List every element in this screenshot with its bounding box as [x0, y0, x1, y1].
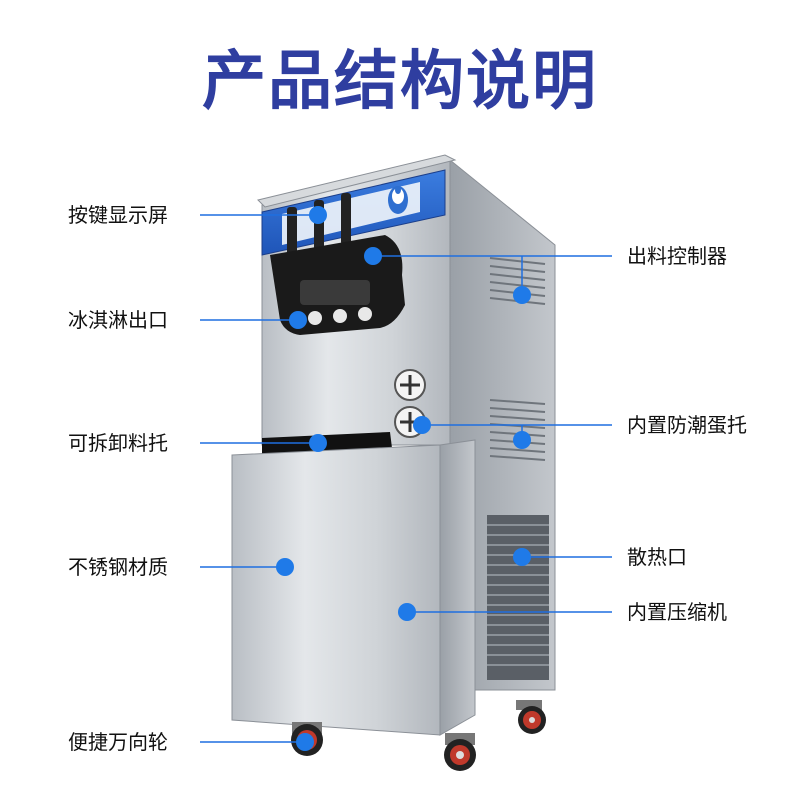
callout-dot	[276, 558, 294, 576]
top-cap	[257, 154, 457, 208]
label-dispense-controller: 出料控制器	[627, 244, 727, 268]
callout-dot	[513, 286, 531, 304]
label-keypad-display: 按键显示屏	[68, 203, 168, 227]
page-title: 产品结构说明	[202, 45, 598, 119]
callout-dot	[398, 603, 416, 621]
callout-dot	[413, 416, 431, 434]
lower-cabinet-side	[439, 439, 476, 736]
label-built-in-compressor: 内置压缩机	[627, 600, 727, 624]
callout-dot	[364, 247, 382, 265]
callout-dot	[513, 431, 531, 449]
label-moisture-proof-cone-holder: 内置防潮蛋托	[627, 413, 747, 437]
logo-swirl-icon	[388, 186, 408, 214]
label-heat-vent: 散热口	[627, 545, 687, 569]
label-removable-tray: 可拆卸料托	[68, 431, 168, 455]
callout-lines	[200, 214, 612, 743]
label-stainless-steel: 不锈钢材质	[68, 555, 168, 579]
wheels	[291, 700, 546, 771]
callout-dot	[296, 733, 314, 751]
callout-dot	[289, 311, 307, 329]
lower-cabinet-front	[231, 444, 441, 736]
callout-dot	[309, 434, 327, 452]
callout-dot	[513, 548, 531, 566]
callout-dot	[309, 206, 327, 224]
label-ice-cream-outlet: 冰淇淋出口	[68, 308, 168, 332]
label-universal-wheels: 便捷万向轮	[68, 730, 168, 754]
heat-vent-grille	[487, 515, 549, 680]
callout-dots	[276, 206, 531, 751]
